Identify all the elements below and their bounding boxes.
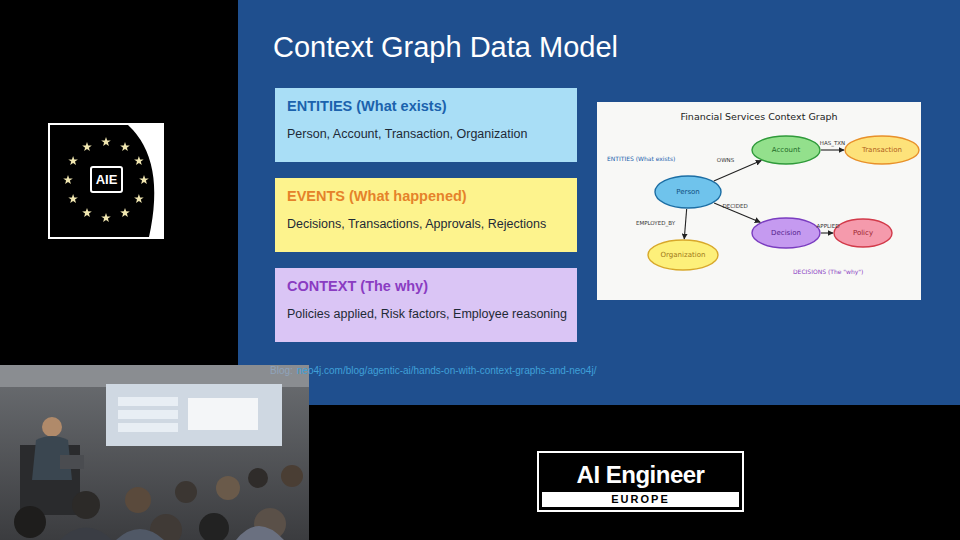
blog-link: neo4j.com/blog/agentic-ai/hands-on-with-… [297, 365, 597, 376]
graph-node: Policy [833, 218, 893, 248]
node-label: Transaction [862, 146, 902, 154]
box-body: Policies applied, Risk factors, Employee… [287, 307, 565, 321]
connector [821, 149, 844, 150]
webcam-inset [0, 365, 309, 540]
graph-node: Organization [647, 239, 719, 271]
graph-node: Decision [751, 217, 821, 249]
event-logo: AI EngineerEUROPE [537, 451, 744, 512]
edge-label: OWNS [717, 157, 734, 163]
box-heading: ENTITIES (What exists) [287, 98, 565, 114]
node-label: Person [676, 188, 700, 196]
edge-label: APPLIED [817, 223, 840, 229]
edge-label: HAS_TXN [820, 140, 845, 146]
aie-logo-frame [49, 124, 163, 238]
blog-prefix: Blog: [270, 365, 293, 376]
aie-badge: AIE [90, 166, 123, 193]
annotation: DECISIONS (The "why") [793, 268, 863, 275]
graph-node: Account [751, 135, 821, 165]
badge-text: AIE [96, 172, 118, 187]
node-label: Organization [661, 251, 706, 259]
logo-title: AI Engineer [539, 461, 742, 489]
ellipse-shape [648, 240, 718, 270]
node-label: Policy [853, 229, 873, 237]
event-box: EVENTS (What happened) Decisions, Transac… [275, 178, 577, 252]
box-heading: EVENTS (What happened) [287, 188, 565, 204]
node-label: Decision [771, 229, 801, 237]
connector [714, 161, 761, 181]
annotation: ENTITIES (What exists) [607, 155, 675, 162]
graph-node: Transaction [844, 135, 920, 165]
connector [821, 232, 833, 233]
graph-panel: Financial Services Context GraphPerson Ac… [597, 102, 921, 300]
ellipse-shape [845, 136, 919, 164]
box-heading: CONTEXT (The why) [287, 278, 565, 294]
box-body: Person, Account, Transaction, Organizati… [287, 127, 565, 141]
node-label: Account [772, 146, 800, 154]
entity-box: ENTITIES (What exists) Person, Account, T… [275, 88, 577, 162]
ellipse-shape [834, 219, 892, 247]
panel-title: Financial Services Context Graph [597, 111, 921, 122]
context-box: CONTEXT (The why) Policies applied, Risk … [275, 268, 577, 342]
connector [714, 203, 760, 222]
logo-subtitle: EUROPE [542, 492, 739, 507]
edge-label: DECIDED [723, 203, 748, 209]
ellipse-shape [752, 218, 820, 248]
graph-node: Person [654, 175, 722, 209]
slide-title: Context Graph Data Model [273, 31, 618, 64]
ellipse-shape [655, 176, 721, 208]
slide-background [238, 0, 960, 405]
box-body: Decisions, Transactions, Approvals, Reje… [287, 217, 565, 231]
blog-line: Blog: neo4j.com/blog/agentic-ai/hands-on-… [270, 365, 596, 376]
ellipse-shape [752, 136, 820, 164]
connector [684, 209, 686, 239]
edge-label: EMPLOYED_BY [636, 220, 675, 226]
